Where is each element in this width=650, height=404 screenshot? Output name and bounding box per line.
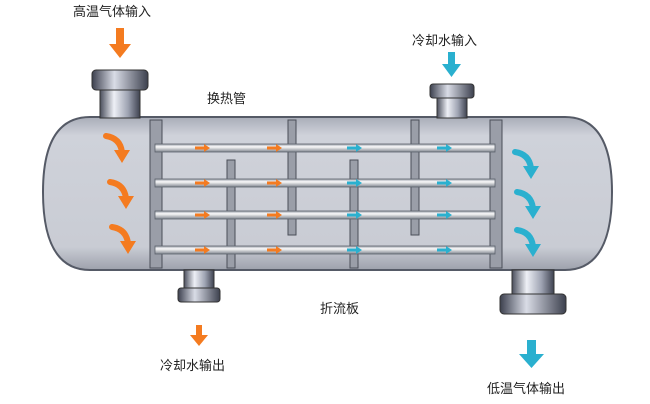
curved-flow-arrow (103, 133, 130, 163)
cool-gas-outlet-nozzle (499, 269, 567, 315)
heat-exchange-tube (154, 143, 496, 153)
heat-exchange-tubes (154, 143, 496, 255)
tube-flow-arrow (267, 144, 282, 152)
cooling-water-out-label: 冷却水输出 (160, 358, 225, 374)
curved-flow-arrow (512, 149, 539, 179)
tube-flow-arrows (195, 144, 452, 254)
tube-flow-arrow (195, 144, 210, 152)
tube-flow-arrow (347, 246, 362, 254)
curved-flow-arrow (514, 227, 541, 257)
tube-flow-arrow (195, 211, 210, 219)
tube-flow-arrow (195, 179, 210, 187)
hot-gas-in-label: 高温气体输入 (73, 4, 151, 20)
tube-flow-arrow (437, 144, 452, 152)
curved-flow-arrow (109, 224, 136, 254)
cooling-water-in-arrow (442, 52, 461, 77)
hot-gas-in-arrow (109, 28, 131, 58)
tube-flow-arrow (267, 179, 282, 187)
tube-plates (149, 119, 503, 269)
heat-exchange-tube-label: 换热管 (207, 92, 246, 107)
cooling-water-in-label: 冷却水输入 (412, 33, 477, 49)
heat-exchange-tube (154, 178, 496, 188)
tube-flow-arrow (347, 144, 362, 152)
tube-flow-arrow (437, 179, 452, 187)
curved-flow-arrow (107, 179, 134, 209)
cool-gas-out-label: 低温气体输出 (487, 381, 565, 397)
tube-flow-arrow (267, 246, 282, 254)
tube-flow-arrow (437, 211, 452, 219)
heat-exchange-tube (154, 245, 496, 255)
cooling-water-inlet-nozzle (429, 83, 475, 119)
cooling-water-outlet-nozzle (177, 269, 221, 303)
shell-body (41, 116, 614, 271)
cool-gas-out-arrow (519, 340, 544, 368)
hot-gas-inlet-nozzle (91, 69, 149, 119)
tube-plate (149, 119, 163, 269)
heat-exchange-tube (154, 210, 496, 220)
tube-flow-arrow (347, 211, 362, 219)
tube-flow-arrow (437, 246, 452, 254)
tube-flow-arrow (267, 211, 282, 219)
tube-flow-arrow (195, 246, 210, 254)
tube-plate (489, 119, 503, 269)
gas-flow-arrows (103, 133, 541, 257)
baffle-label: 折流板 (320, 302, 359, 317)
cooling-water-out-arrow (190, 325, 208, 346)
curved-flow-arrow (514, 189, 541, 219)
tube-flow-arrow (347, 179, 362, 187)
baffle-plate (410, 119, 420, 236)
baffle-plate (287, 119, 297, 236)
